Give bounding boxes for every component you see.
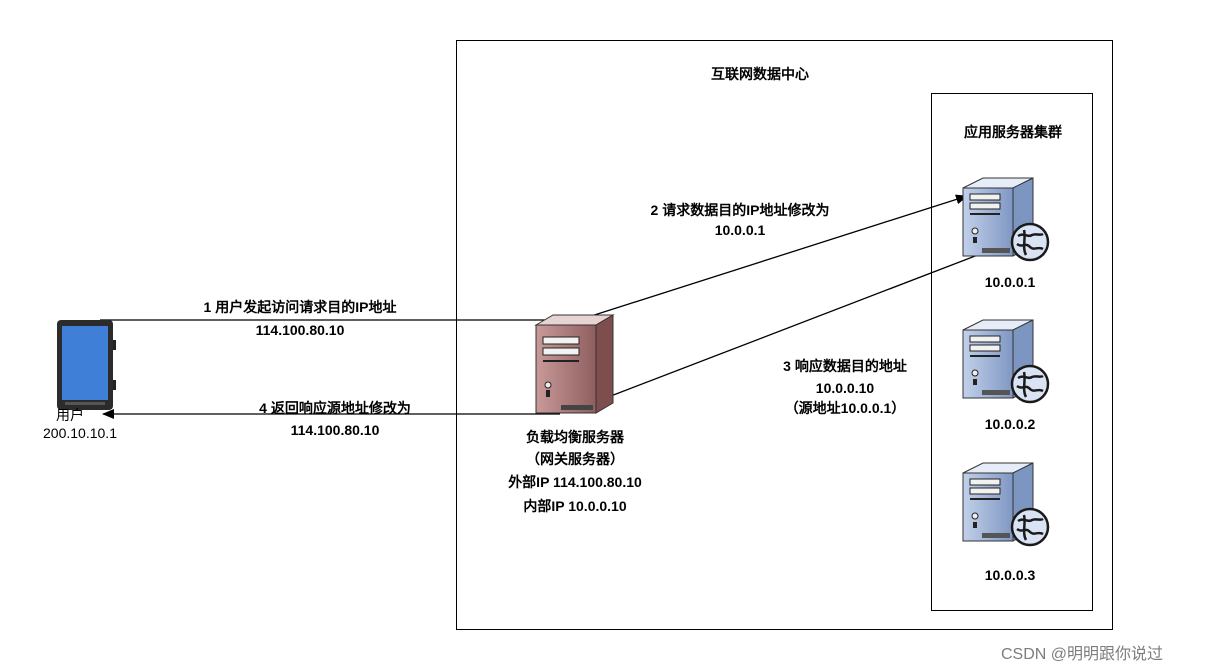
step3-line1: 3 响应数据目的地址 (760, 356, 930, 376)
step1-line1: 1 用户发起访问请求目的IP地址 (170, 297, 430, 317)
load-balancer-icon (536, 315, 613, 413)
user-name: 用户 (40, 406, 100, 424)
lb-line1: 负载均衡服务器 (490, 427, 660, 447)
server-1-ip: 10.0.0.1 (960, 272, 1060, 292)
tablet-icon (57, 320, 116, 410)
lb-line2: （网关服务器） (490, 449, 660, 469)
step2-line1: 2 请求数据目的IP地址修改为 (620, 200, 860, 220)
server-2-ip: 10.0.0.2 (960, 414, 1060, 434)
step3-line3: （源地址10.0.0.1） (770, 398, 920, 418)
globe-icon (1012, 509, 1048, 545)
watermark: CSDN @明明跟你说过 (1001, 640, 1163, 664)
server-3-icon (963, 463, 1048, 545)
server-1-icon (963, 178, 1048, 260)
server-2-icon (963, 320, 1048, 402)
step4-line1: 4 返回响应源地址修改为 (220, 398, 450, 418)
step1-line2: 114.100.80.10 (220, 320, 380, 340)
step4-line2: 114.100.80.10 (260, 420, 410, 440)
lb-line3: 外部IP 114.100.80.10 (480, 472, 670, 492)
globe-icon (1012, 366, 1048, 402)
step3-line2: 10.0.0.10 (790, 378, 900, 398)
globe-icon (1012, 224, 1048, 260)
step2-line2: 10.0.0.1 (680, 220, 800, 240)
arrow-step3 (577, 253, 983, 409)
lb-line4: 内部IP 10.0.0.10 (480, 496, 670, 516)
user-ip: 200.10.10.1 (30, 424, 130, 442)
server-3-ip: 10.0.0.3 (960, 565, 1060, 585)
